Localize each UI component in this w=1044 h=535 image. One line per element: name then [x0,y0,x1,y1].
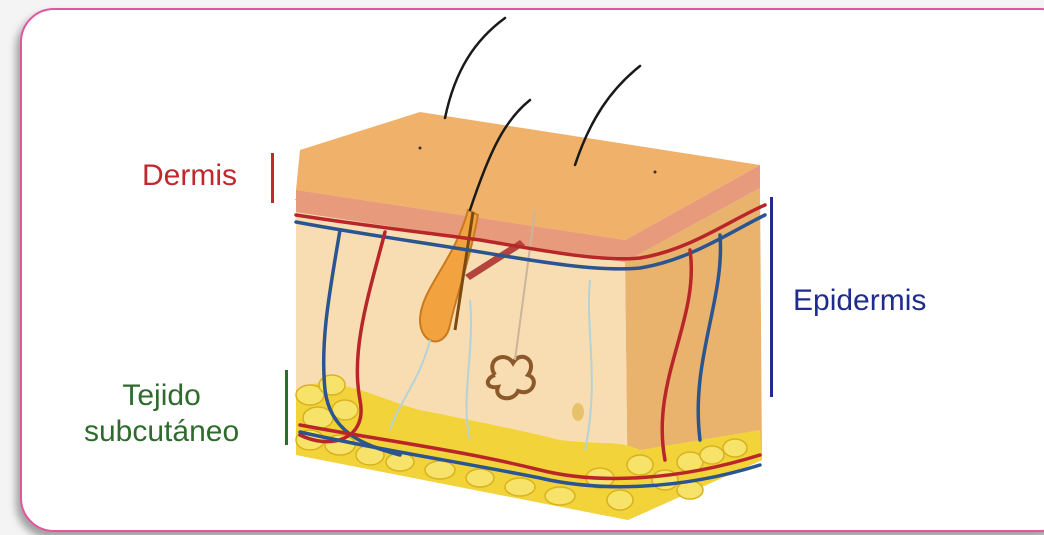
epidermis-label: Epidermis [793,283,926,319]
dermis-label: Dermis [142,158,237,194]
tejido-label-line1: Tejido [84,378,239,414]
epidermis-bracket [770,197,773,397]
dermis-bracket [271,153,274,203]
tejido-label-line2: subcutáneo [84,414,239,450]
tejido-subcutaneo-label: Tejido subcutáneo [84,378,239,450]
tejido-bracket [285,370,288,445]
